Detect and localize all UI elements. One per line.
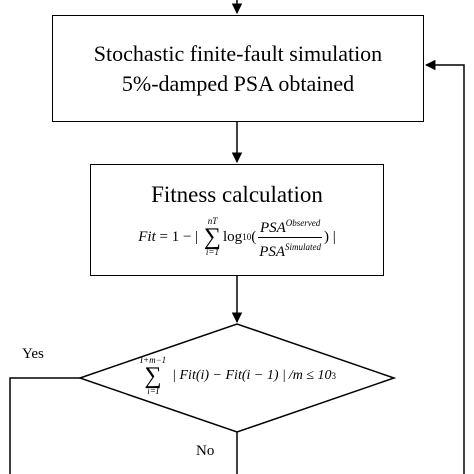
log-symbol: log <box>223 228 243 245</box>
feedback-loop-line <box>424 59 465 474</box>
psa-observed: PSAObserved <box>257 214 323 238</box>
psa-den-text: PSA <box>259 243 286 260</box>
decision-sum-lower: i=I <box>147 386 159 396</box>
fitness-title: Fitness calculation <box>151 181 323 207</box>
decision-diamond <box>77 323 397 433</box>
decision-body: | Fit(i) − Fit(i − 1) | <box>172 368 286 383</box>
psa-fraction: PSAObserved PSASimulated <box>257 214 323 261</box>
decision-summation: I+m−1 ∑ i=I <box>140 356 166 396</box>
psa-simulated: PSASimulated <box>257 238 323 261</box>
fitness-box: Fitness calculation Fit = 1 − | nT ∑ i=1… <box>90 164 384 276</box>
sum-upper-limit: nT <box>207 216 218 226</box>
simulated-sup: Simulated <box>285 241 322 252</box>
summation: nT ∑ i=1 <box>204 217 221 257</box>
fit-symbol: Fit <box>138 228 156 245</box>
decision-sigma: ∑ <box>144 363 162 389</box>
open-paren: ( <box>251 228 257 245</box>
close-paren: ) | <box>324 228 336 245</box>
sigma-symbol: ∑ <box>203 224 222 250</box>
decision-formula: I+m−1 ∑ i=I | Fit(i) − Fit(i − 1) | /m ≤… <box>138 356 336 396</box>
decision-sum-upper: I+m−1 <box>140 355 167 365</box>
log-base: 10 <box>242 232 252 242</box>
decision-exponent: 3 <box>331 371 337 381</box>
psa-num-text: PSA <box>259 219 286 236</box>
sum-lower-limit: i=1 <box>205 247 219 257</box>
yes-branch-line <box>9 377 80 474</box>
no-label: No <box>196 443 215 459</box>
equals-one-minus: = 1 − | <box>155 228 202 245</box>
simulation-box: Stochastic finite-fault simulation 5%-da… <box>52 15 424 122</box>
observed-sup: Observed <box>285 217 321 228</box>
decision-threshold: /m ≤ 10 <box>288 368 332 383</box>
simulation-line-1: Stochastic finite-fault simulation <box>93 40 383 66</box>
yes-label: Yes <box>22 346 44 362</box>
simulation-line-2: 5%-damped PSA obtained <box>121 70 355 96</box>
